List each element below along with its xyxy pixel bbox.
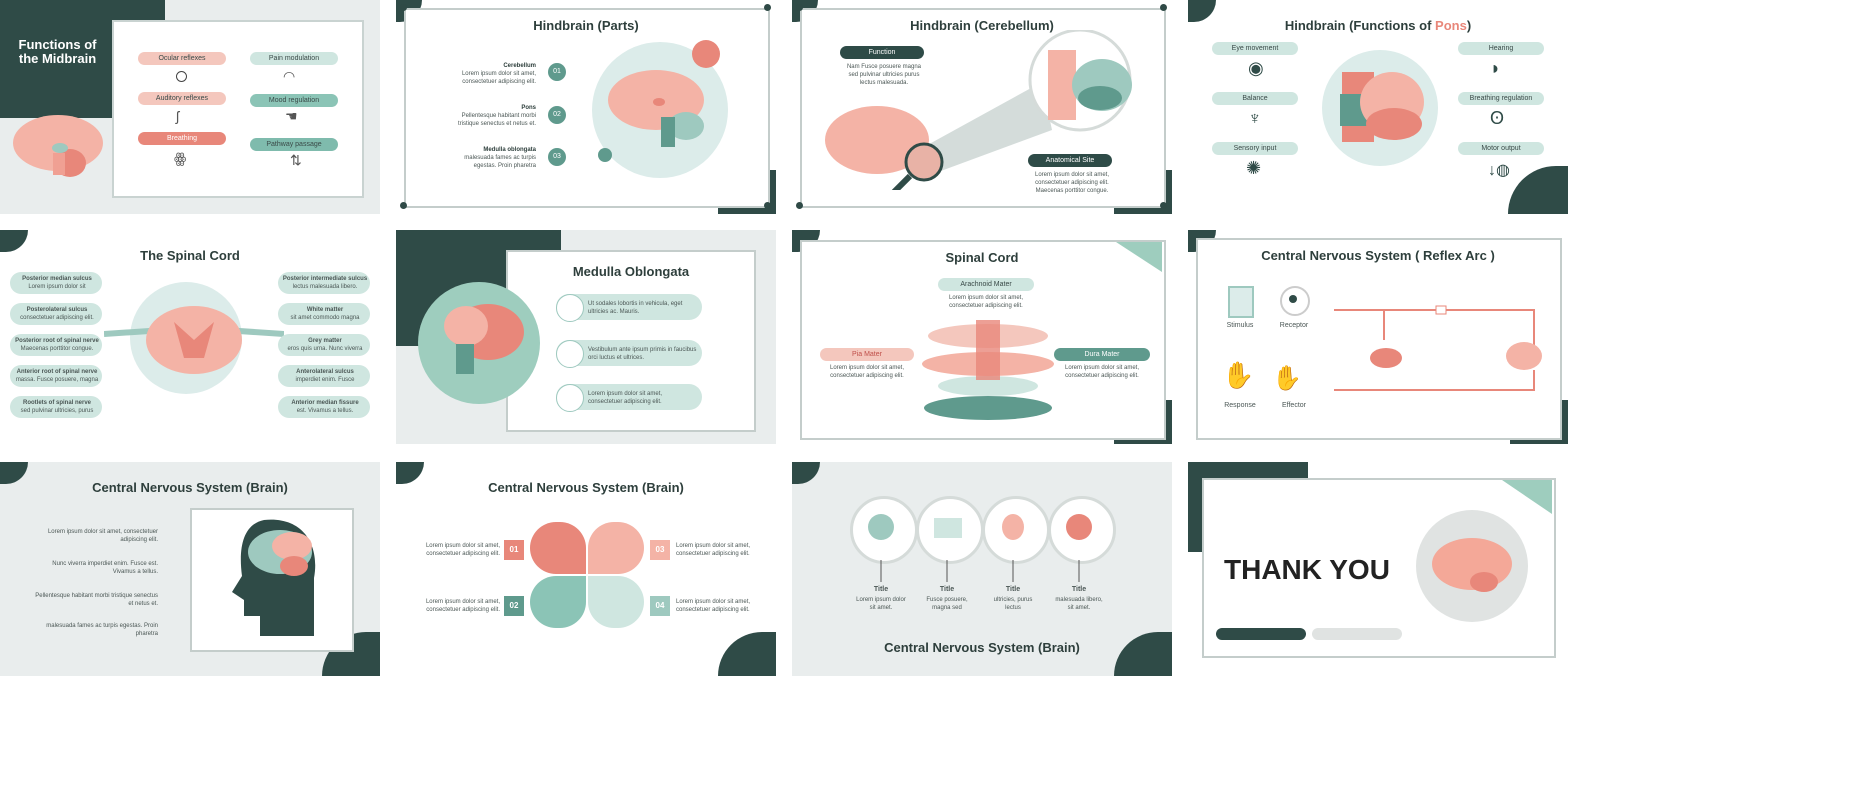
function-left: Balance (1212, 92, 1298, 105)
item-pathway: Pathway passage (250, 138, 338, 151)
quadrant-4 (588, 576, 644, 628)
gauge-icon: ◠ (283, 68, 296, 84)
signal-icon: ↓◍ (1488, 162, 1510, 179)
eye-icon (176, 71, 187, 82)
icon-badge (556, 384, 584, 412)
brain-illustration (13, 115, 103, 177)
anatomical-label: Anatomical Site (1028, 154, 1112, 167)
accent-bar (1312, 628, 1402, 640)
glass-icon (1228, 286, 1254, 318)
slide-reflex-arc[interactable]: Central Nervous System ( Reflex Arc ) St… (1188, 230, 1568, 444)
accent-bar (1216, 628, 1306, 640)
spinal-cord-section (104, 306, 284, 374)
content-card (112, 20, 364, 198)
ear-icon: ʃ (176, 108, 180, 124)
icon-badge (556, 340, 584, 368)
part-marker: 03 (548, 148, 566, 166)
part-name: Pons (521, 105, 536, 111)
brain-illustration (1432, 538, 1512, 592)
function-right: Motor output (1458, 142, 1544, 155)
anatomical-text: Lorem ipsum dolor sit amet, consectetuer… (1034, 172, 1110, 194)
connector-lines (880, 560, 1080, 582)
ear-icon: ◗ (1490, 58, 1501, 78)
part-text: malesuada fames ac turpis egestas. Proin… (464, 155, 536, 169)
icon-badge (556, 294, 584, 322)
part-text: Pellentesque habitant morbi tristique se… (457, 113, 536, 127)
slide-title: Spinal Cord (945, 250, 1019, 265)
arrows-icon: ⇅ (290, 152, 302, 168)
item-breathing: Breathing (138, 132, 226, 145)
slide-thank-you[interactable]: THANK YOU (1188, 462, 1568, 676)
function-left: Eye movement (1212, 42, 1298, 55)
hand-icon: ☚ (285, 108, 298, 124)
item-pain: Pain modulation (250, 52, 338, 65)
slide-hindbrain-cerebellum[interactable]: Hindbrain (Cerebellum) Function Nam Fusc… (792, 0, 1172, 214)
right-label: Dura Mater (1054, 348, 1150, 361)
lungs-icon: ʘ (1490, 108, 1505, 128)
slide-medulla-oblongata[interactable]: Medulla Oblongata Ut sodales lobortis in… (396, 230, 776, 444)
item-auditory: Auditory reflexes (138, 92, 226, 105)
slide-title: Medulla Oblongata (572, 264, 690, 279)
brain-illustration (608, 70, 704, 147)
corner-shape (718, 632, 776, 676)
magnifier-illustration (825, 30, 1132, 190)
slide-spinal-cord-cross[interactable]: The Spinal Cord Posterior median sulcus … (0, 230, 380, 444)
slide-title: Central Nervous System (Brain) (92, 480, 288, 495)
content-card (1196, 238, 1562, 440)
left-label: Pia Mater (820, 348, 914, 361)
corner-shape (1508, 166, 1568, 214)
slide-title: Hindbrain (Cerebellum) (910, 18, 1054, 33)
function-label: Function (840, 46, 924, 59)
item-mood: Mood regulation (250, 94, 338, 107)
reflex-arc-diagram (1334, 305, 1542, 391)
accent-circle (692, 40, 720, 68)
vertebra-illustration (922, 320, 1054, 420)
quadrant-2 (530, 576, 586, 628)
accent-circle (598, 148, 612, 162)
item-ocular: Ocular reflexes (138, 52, 226, 65)
slide-cns-brain-steps[interactable]: Title Lorem ipsum dolor sit amet. Title … (792, 462, 1172, 676)
thank-you-text: THANK YOU (1224, 554, 1390, 585)
slide-title: Functions of the Midbrain (18, 37, 97, 66)
slide-title: Central Nervous System ( Reflex Arc ) (1261, 248, 1495, 263)
part-name: Cerebellum (503, 63, 536, 69)
part-name: Medulla oblongata (483, 147, 536, 153)
head-illustration (232, 519, 316, 636)
step-circle (1048, 496, 1116, 564)
corner-shape (792, 462, 820, 484)
slide-cns-brain-head[interactable]: Central Nervous System (Brain) Lorem ips… (0, 462, 380, 676)
slide-pons-functions[interactable]: Hindbrain (Functions of Pons) Eye moveme… (1188, 0, 1568, 214)
medulla-illustration (444, 304, 524, 374)
top-label: Arachnoid Mater (938, 278, 1034, 291)
hand-icon: ✋ (1222, 360, 1255, 390)
function-left: Sensory input (1212, 142, 1298, 155)
part-text: Lorem ipsum dolor sit amet, consectetuer… (461, 71, 536, 85)
balance-icon: ♆ (1248, 108, 1262, 128)
quadrant-1 (530, 522, 586, 574)
slide-title: The Spinal Cord (140, 248, 240, 263)
function-right: Breathing regulation (1458, 92, 1544, 105)
slide-title: Central Nervous System (Brain) (884, 640, 1080, 655)
pons-illustration (1340, 72, 1424, 142)
lungs-icon: ꙮ (174, 150, 187, 166)
slide-cns-brain-quadrants[interactable]: Central Nervous System (Brain) 01 02 03 … (396, 462, 776, 676)
gear-icon: ✺ (1246, 158, 1262, 178)
quadrant-3 (588, 522, 644, 574)
function-right: Hearing (1458, 42, 1544, 55)
arm-icon: ✋ (1272, 365, 1302, 392)
part-marker: 01 (548, 63, 566, 81)
slide-title: Central Nervous System (Brain) (488, 480, 684, 495)
eye-icon: ◉ (1248, 58, 1264, 78)
slide-title: Hindbrain (Parts) (533, 18, 639, 33)
part-marker: 02 (548, 106, 566, 124)
slide-hindbrain-parts[interactable]: Hindbrain (Parts) Cerebellum Lorem ipsum… (396, 0, 776, 214)
slide-title: Hindbrain (Functions of Pons) (1284, 18, 1472, 33)
function-text: Nam Fusce posuere magna sed pulvinar ult… (846, 64, 922, 86)
slide-midbrain-functions[interactable]: Functions of the Midbrain Ocular reflexe… (0, 0, 380, 214)
slide-spinal-cord-meninges[interactable]: Spinal Cord Arachnoid Mater Lorem ipsum … (792, 230, 1172, 444)
